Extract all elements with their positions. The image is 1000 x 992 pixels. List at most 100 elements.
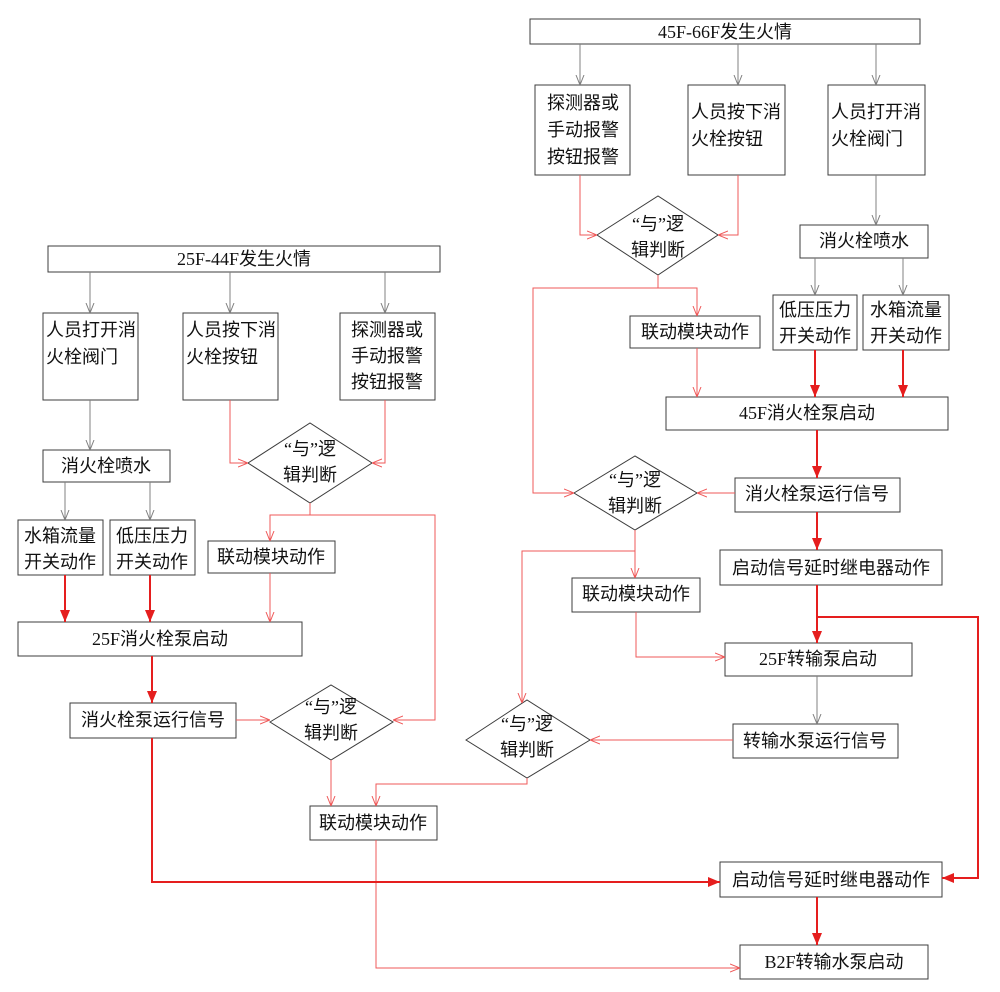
arrow-and1-to-linkage1-right bbox=[658, 287, 697, 316]
process-box bbox=[734, 477, 901, 513]
node-label-line: 火栓阀门 bbox=[46, 347, 118, 367]
node-left-tank-flow-switch: 水箱流量 开关动作 bbox=[17, 519, 104, 576]
node-25f-transfer-pump-start: 25F转输泵启动 bbox=[724, 642, 913, 677]
node-45f-pump-start: 45F消火栓泵启动 bbox=[665, 396, 949, 431]
arrow-and3-to-bottom-linkage bbox=[376, 778, 528, 806]
node-right-valve-open: 人员打开消 火栓阀门 bbox=[827, 84, 926, 176]
node-right-and-gate-1: “与”逻 辑判断 bbox=[596, 195, 719, 276]
node-right-and-gate-2: “与”逻 辑判断 bbox=[573, 455, 698, 531]
node-left-valve-open: 人员打开消 火栓阀门 bbox=[42, 312, 139, 401]
node-label: 25F-44F发生火情 bbox=[177, 249, 311, 269]
decision-diamond bbox=[596, 195, 719, 276]
node-right-linkage-module-1: 联动模块动作 bbox=[629, 315, 761, 349]
node-left-and-gate-1: “与”逻 辑判断 bbox=[247, 422, 373, 504]
node-label-line: 探测器或 bbox=[547, 93, 619, 113]
node-label-line: 开关动作 bbox=[870, 326, 942, 346]
gray-connectors bbox=[65, 44, 903, 724]
process-box bbox=[629, 315, 761, 349]
process-box bbox=[571, 577, 701, 613]
node-label: 联动模块动作 bbox=[582, 584, 690, 604]
arrow-bottom-linkage-to-b2f bbox=[375, 840, 740, 968]
node-label-line: 低压压力 bbox=[779, 300, 851, 320]
node-label-line: 人员打开消 bbox=[831, 102, 921, 122]
node-bottom-linkage-module: 联动模块动作 bbox=[309, 805, 438, 841]
node-label: 启动信号延时继电器动作 bbox=[732, 870, 930, 890]
node-label: 启动信号延时继电器动作 bbox=[732, 558, 930, 578]
process-box bbox=[827, 84, 926, 176]
node-label-line: “与”逻 bbox=[305, 697, 357, 717]
node-label-line: 人员按下消 bbox=[186, 320, 276, 340]
node-label: 25F消火栓泵启动 bbox=[92, 629, 228, 649]
arrow-and1-to-linkage1-left bbox=[270, 514, 310, 541]
process-box bbox=[732, 723, 899, 759]
node-label-line: “与”逻 bbox=[609, 470, 661, 490]
node-label-line: “与”逻 bbox=[284, 439, 336, 459]
node-left-detector-alarm: 探测器或 手动报警 按钮报警 bbox=[339, 312, 436, 401]
node-right-and-gate-3: “与”逻 辑判断 bbox=[465, 699, 591, 779]
process-box bbox=[182, 312, 279, 401]
node-label-line: “与”逻 bbox=[632, 214, 684, 234]
node-label: B2F转输水泵启动 bbox=[764, 952, 903, 972]
node-label-line: 开关动作 bbox=[116, 552, 188, 572]
node-label: 联动模块动作 bbox=[319, 813, 427, 833]
process-box bbox=[862, 294, 950, 351]
node-label: 消火栓喷水 bbox=[61, 456, 151, 476]
node-label-line: 辑判断 bbox=[500, 740, 554, 760]
node-label: 25F转输泵启动 bbox=[759, 649, 877, 669]
process-box bbox=[534, 84, 631, 176]
arrow-and1-to-and2-left bbox=[310, 514, 436, 720]
arrow-detector-to-and1-right bbox=[579, 175, 597, 235]
process-box bbox=[17, 519, 104, 576]
node-label-line: 人员打开消 bbox=[46, 320, 136, 340]
node-label-line: 探测器或 bbox=[351, 320, 423, 340]
process-box bbox=[309, 805, 438, 841]
arrow-relay-to-bottom-relay bbox=[817, 616, 979, 883]
node-left-pump-run-signal: 消火栓泵运行信号 bbox=[69, 702, 237, 739]
node-label-line: 开关动作 bbox=[24, 552, 96, 572]
arrow-left-signal-to-bottom-relay bbox=[151, 738, 720, 887]
arrow-button-to-and1-right bbox=[718, 175, 739, 235]
process-box bbox=[207, 540, 336, 574]
node-right-detector-alarm: 探测器或 手动报警 按钮报警 bbox=[534, 84, 631, 176]
process-box bbox=[719, 861, 943, 898]
node-right-tank-flow-switch: 水箱流量 开关动作 bbox=[862, 294, 950, 351]
node-25f-pump-start: 25F消火栓泵启动 bbox=[17, 621, 303, 657]
node-label: 消火栓喷水 bbox=[819, 231, 909, 251]
process-box bbox=[799, 224, 929, 259]
node-left-and-gate-2: “与”逻 辑判断 bbox=[269, 684, 394, 761]
process-box bbox=[724, 642, 913, 677]
decision-diamond bbox=[247, 422, 373, 504]
node-label-line: 手动报警 bbox=[351, 346, 423, 366]
node-left-low-pressure-switch: 低压压力 开关动作 bbox=[109, 519, 196, 576]
node-transfer-pump-run-signal: 转输水泵运行信号 bbox=[732, 723, 899, 759]
node-label: 消火栓泵运行信号 bbox=[745, 484, 889, 504]
node-label-line: 水箱流量 bbox=[870, 300, 942, 320]
process-box bbox=[719, 549, 943, 586]
node-label: 联动模块动作 bbox=[641, 322, 749, 342]
process-box bbox=[42, 449, 171, 483]
arrow-detector-to-and1-left bbox=[372, 400, 386, 463]
node-label-line: 辑判断 bbox=[608, 496, 662, 516]
decision-diamond bbox=[465, 699, 591, 779]
node-label-line: “与”逻 bbox=[501, 714, 553, 734]
node-label-line: 火栓按钮 bbox=[691, 129, 763, 149]
node-label-line: 火栓按钮 bbox=[186, 347, 258, 367]
node-label: 联动模块动作 bbox=[217, 547, 325, 567]
node-right-pump-run-signal: 消火栓泵运行信号 bbox=[734, 477, 901, 513]
node-label: 转输水泵运行信号 bbox=[743, 731, 887, 751]
node-left-linkage-module-1: 联动模块动作 bbox=[207, 540, 336, 574]
node-label-line: 辑判断 bbox=[283, 465, 337, 485]
arrow-and1-to-and2-right bbox=[532, 287, 658, 493]
node-label: 45F消火栓泵启动 bbox=[739, 403, 875, 423]
node-label-line: 开关动作 bbox=[779, 326, 851, 346]
node-right-hydrant-spray: 消火栓喷水 bbox=[799, 224, 929, 259]
node-label-line: 火栓阀门 bbox=[831, 129, 903, 149]
process-box bbox=[17, 621, 303, 657]
node-label-line: 按钮报警 bbox=[547, 147, 619, 167]
node-b2f-transfer-pump-start: B2F转输水泵启动 bbox=[739, 944, 929, 980]
node-right-button-press: 人员按下消 火栓按钮 bbox=[687, 84, 786, 176]
node-label-line: 辑判断 bbox=[304, 723, 358, 743]
decision-diamond bbox=[573, 455, 698, 531]
node-label: 消火栓泵运行信号 bbox=[81, 710, 225, 730]
